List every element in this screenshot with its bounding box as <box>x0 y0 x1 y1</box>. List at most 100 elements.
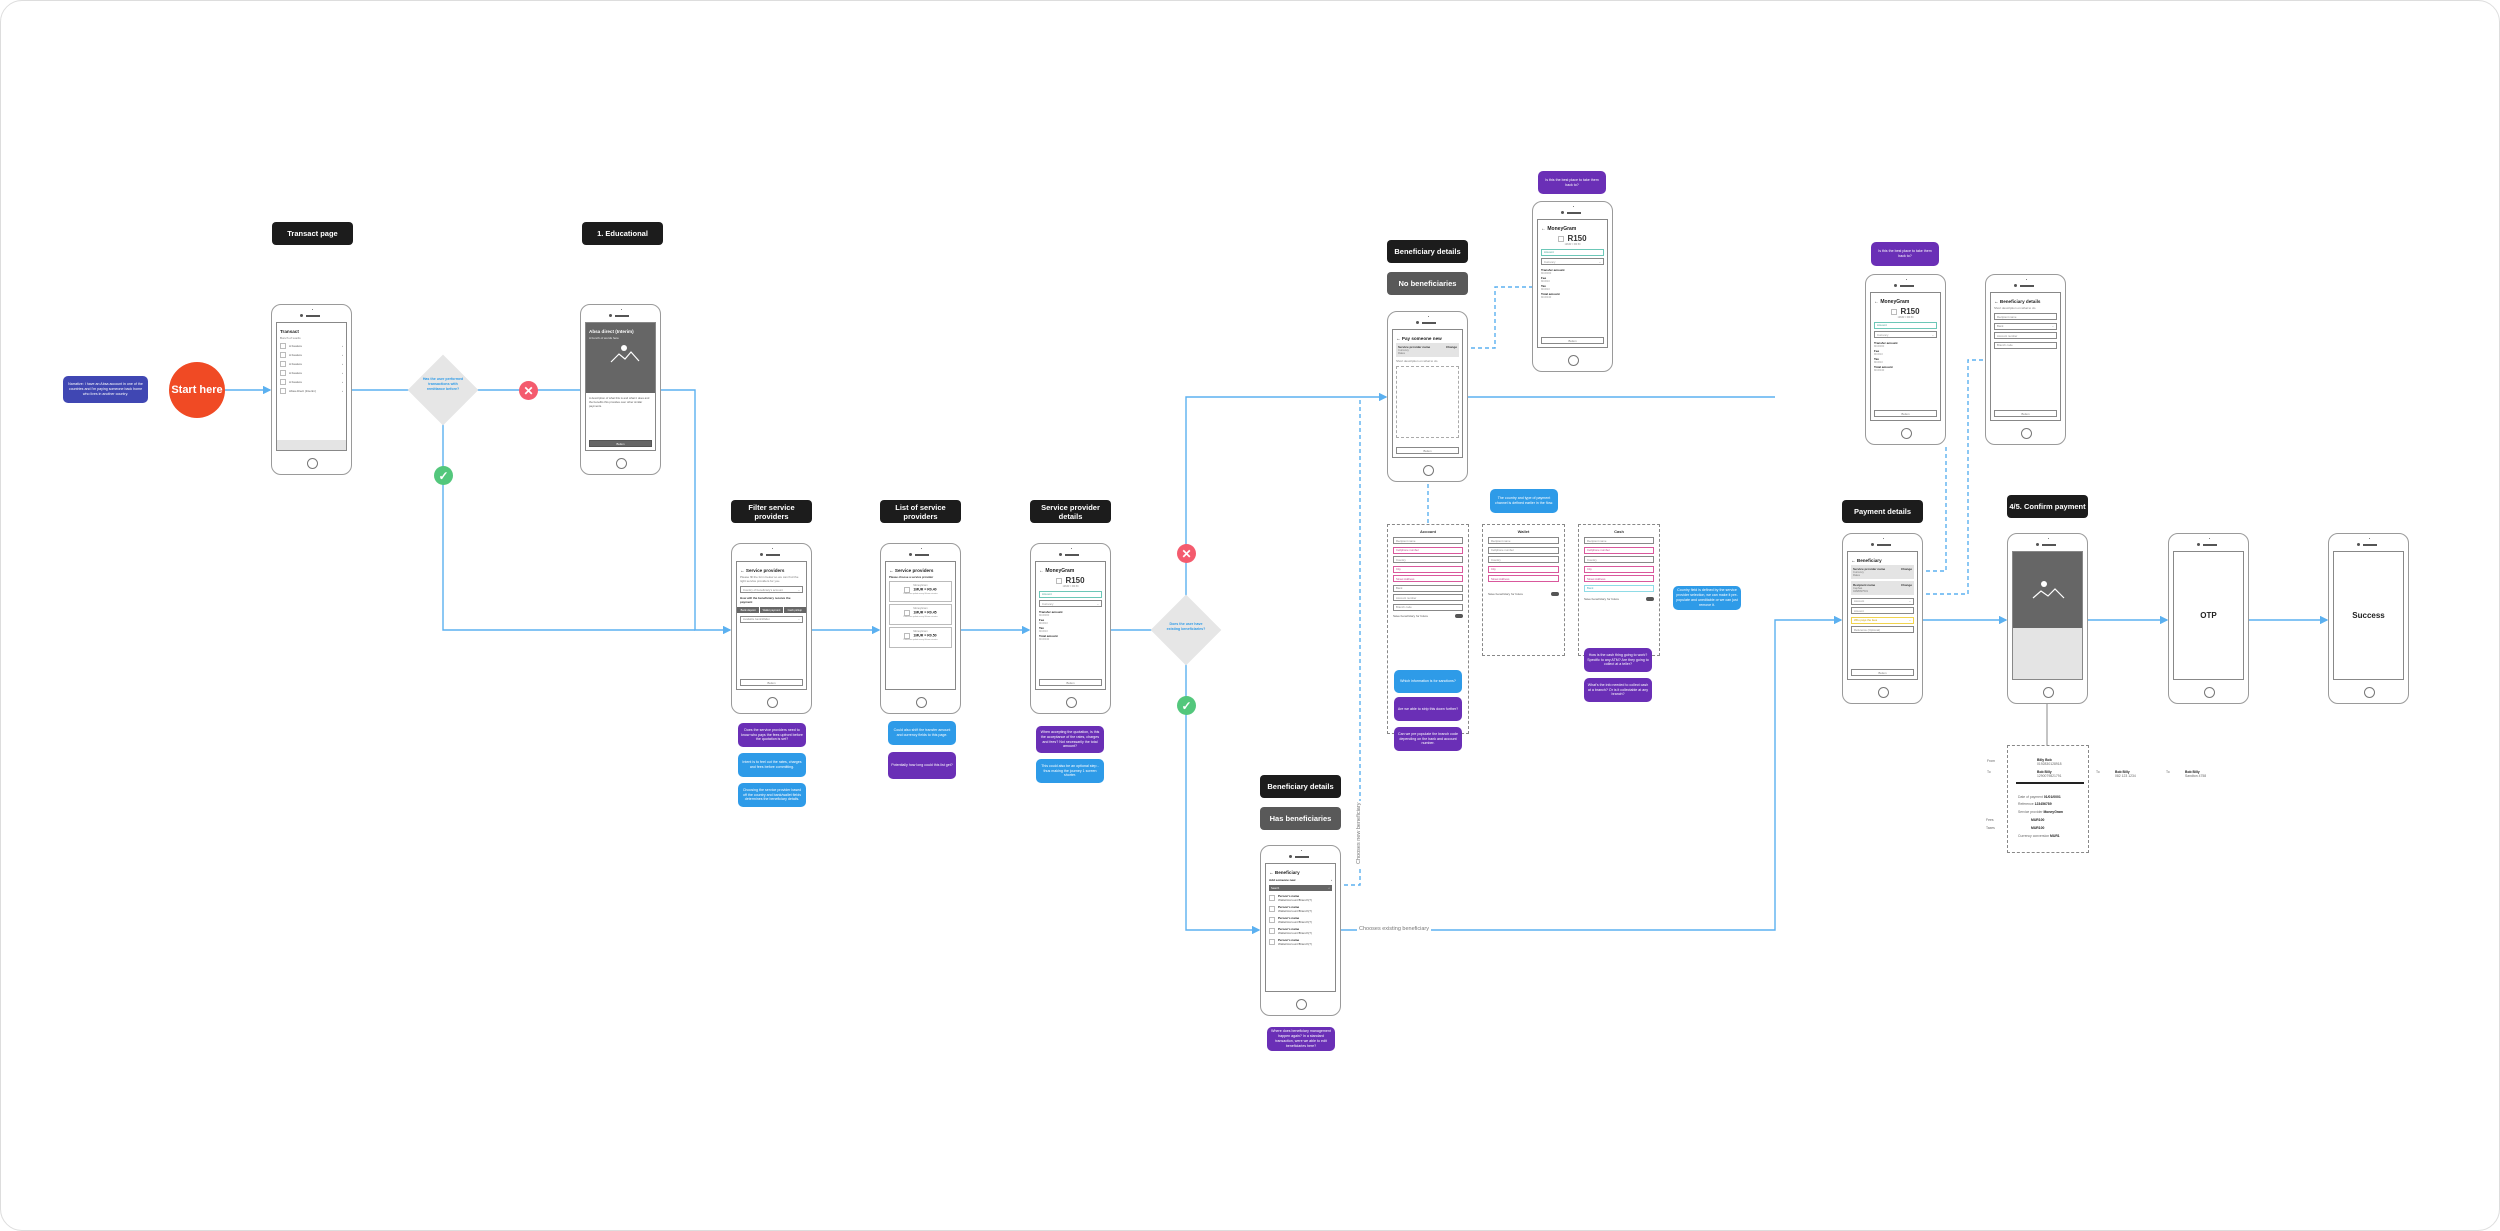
branch-code-input[interactable]: Branch code <box>1994 341 2057 349</box>
tab-wallet-payment[interactable]: Wallet payment <box>760 607 784 613</box>
note-info: Intent is to feel out the rates, charges… <box>738 753 806 777</box>
currency-select[interactable]: Currency⌄ <box>1541 258 1604 265</box>
recipient-name-input[interactable]: Recipient name <box>1994 313 2057 320</box>
form-field[interactable]: Country <box>1488 556 1559 563</box>
primary-button[interactable]: Button <box>1396 447 1459 454</box>
image-placeholder-icon <box>2032 581 2064 599</box>
note-info: This could also be an optional step - th… <box>1036 759 1104 783</box>
list-item[interactable]: A Feature› <box>280 370 343 376</box>
list-item[interactable]: A Feature› <box>280 352 343 358</box>
add-someone-new[interactable]: Add someone new› <box>1269 878 1332 882</box>
form-field[interactable]: Cellphone number <box>1393 546 1463 554</box>
list-item[interactable]: A Feature› <box>280 379 343 385</box>
form-field[interactable]: Cellphone number <box>1488 546 1559 554</box>
label-details: Service provider details <box>1030 500 1111 523</box>
screen-title: Pay someone new <box>1401 336 1442 341</box>
note-question: How is the cash thing going to work? Spe… <box>1584 648 1652 672</box>
search-input[interactable]: Search⌕ <box>1269 885 1332 891</box>
chevron-right-icon: › <box>342 344 343 348</box>
form-field[interactable]: Street Address <box>1488 575 1559 582</box>
account-select[interactable]: Account⌄ <box>1851 597 1914 605</box>
primary-button[interactable]: Button <box>589 440 652 447</box>
change-link[interactable]: Change <box>1900 583 1912 587</box>
primary-button[interactable]: Button <box>1039 679 1102 686</box>
form-field[interactable]: Street Address <box>1584 575 1654 582</box>
amount-input[interactable]: Amount <box>1039 590 1102 598</box>
decision-remittance-text: Has the user performed transactions with… <box>422 377 464 391</box>
note-info: Could also shift the transfer amount and… <box>888 721 956 745</box>
primary-button[interactable]: Button <box>1874 410 1937 417</box>
note-question: Does the service providers need to know … <box>738 723 806 747</box>
bank-wallet-select[interactable]: Available bank/Wallet⌄ <box>740 615 803 623</box>
fees-select[interactable]: Who pays the fees⌄ <box>1851 616 1914 624</box>
primary-button[interactable]: Button <box>1541 337 1604 344</box>
screen-title: Success <box>2333 551 2404 680</box>
form-field[interactable]: Cellphone number <box>1584 546 1654 554</box>
reference-input[interactable]: Reference (Optional) <box>1851 626 1914 633</box>
label-has-beneficiaries: Has beneficiaries <box>1260 807 1341 830</box>
change-link[interactable]: Change <box>1900 567 1912 571</box>
form-field[interactable]: Street Address <box>1393 575 1463 582</box>
form-field[interactable]: Country <box>1393 556 1463 563</box>
currency-select[interactable]: Currency⌄ <box>1874 331 1937 338</box>
country-select[interactable]: Country of beneficiary's account⌄ <box>740 586 803 593</box>
list-item[interactable]: A Feature› <box>280 361 343 367</box>
form-field[interactable]: City <box>1393 565 1463 573</box>
narrative-note: Narrative: I have an Absa account in one… <box>63 376 148 403</box>
question-text: How will the beneficiary receive the pay… <box>740 596 791 604</box>
account-number-input[interactable]: Account number <box>1994 332 2057 339</box>
tab-bank-deposit[interactable]: Bank deposit <box>737 607 761 613</box>
primary-button[interactable]: Button <box>740 679 803 686</box>
screen-title: Beneficiary <box>1856 558 1882 563</box>
chevron-right-icon: › <box>342 380 343 384</box>
form-field[interactable]: Bank <box>1584 584 1654 592</box>
currency-select[interactable]: Currency⌄ <box>1039 600 1102 607</box>
primary-button[interactable]: Button <box>1851 669 1914 676</box>
save-toggle[interactable] <box>1455 613 1463 618</box>
form-field[interactable]: Country <box>1584 556 1654 563</box>
list-item[interactable]: A Feature› <box>280 343 343 349</box>
form-field[interactable]: Bank <box>1393 584 1463 592</box>
label-no-beneficiaries: No beneficiaries <box>1387 272 1468 295</box>
save-toggle[interactable] <box>1646 596 1654 601</box>
amount-input[interactable]: Amount <box>1851 607 1914 614</box>
arrow-left-icon: ← <box>1851 558 1856 563</box>
save-toggle[interactable] <box>1551 592 1559 596</box>
form-field[interactable]: Account number <box>1393 594 1463 601</box>
screen-subtitle: Please choose a service provider <box>889 575 934 579</box>
form-field[interactable]: Recipient name <box>1488 537 1559 544</box>
bank-select[interactable]: Bank⌄ <box>1994 322 2057 330</box>
form-field[interactable]: Branch code <box>1393 603 1463 611</box>
form-field[interactable]: City <box>1488 565 1559 573</box>
screen-title: Transact <box>280 329 299 334</box>
phone-list: ← Service providers Please choose a serv… <box>880 543 961 714</box>
form-field[interactable]: Recipient name <box>1584 537 1654 544</box>
screen-description: Please fill the form below so we can fin… <box>740 575 799 583</box>
note-question: Where does beneficiary management happen… <box>1267 1027 1335 1051</box>
search-icon: ⌕ <box>1328 886 1330 890</box>
note-info: Which information is for sanctions? <box>1394 670 1462 693</box>
tab-cash-pickup[interactable]: Cash pickup <box>787 608 802 612</box>
change-link[interactable]: Change <box>1445 345 1457 349</box>
form-field[interactable]: Recipient name <box>1393 537 1463 544</box>
amount-display: R150 <box>1065 576 1085 585</box>
primary-button[interactable]: Button <box>1994 410 2057 417</box>
amount-input[interactable]: Amount <box>1541 248 1604 256</box>
arrow-left-icon: ← <box>1874 299 1879 305</box>
arrow-left-icon: ← <box>1269 870 1274 875</box>
form-field[interactable]: City <box>1584 565 1654 573</box>
phone-filter: ← Service providers Please fill the form… <box>731 543 812 714</box>
connector-label-new: Chooses new beneficiary <box>1356 800 1362 866</box>
list-item-absa-direct[interactable]: Absa direct (Interim)› <box>280 388 343 394</box>
note-question: When accepting the quotation, is this th… <box>1036 726 1104 753</box>
amount-input[interactable]: Amount <box>1874 321 1937 329</box>
